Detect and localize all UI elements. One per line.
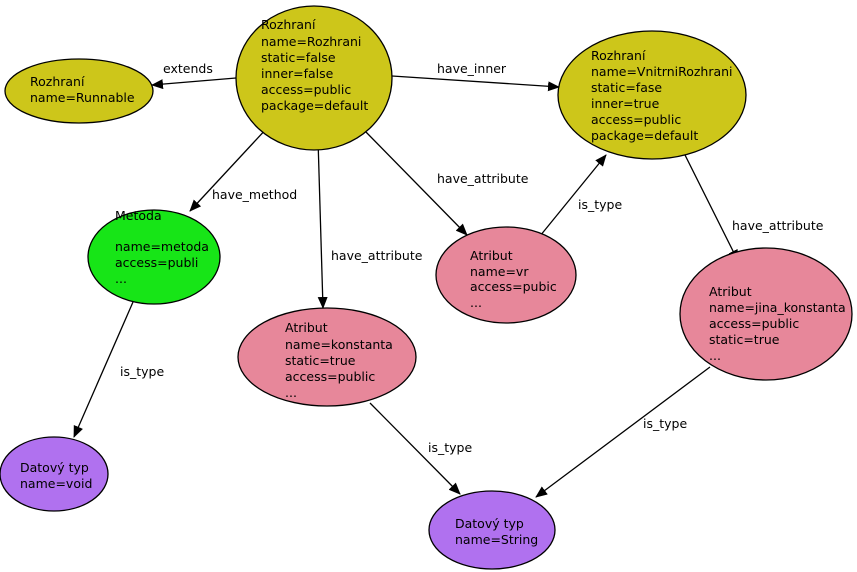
node-label: Datový typ name=void: [20, 460, 93, 491]
edge-is-type-konstanta: is_type: [369, 402, 472, 495]
edge-label-is-type-vr: is_type: [578, 197, 622, 212]
edges: extends have_inner have_method have_attr…: [73, 61, 824, 498]
node-rozhrani-runnable: Rozhraní name=Runnable: [4, 58, 154, 124]
edge-label-extends: extends: [163, 61, 213, 76]
node-label: Atribut name=vr access=pubic ...: [470, 248, 561, 310]
edge-label-is-type-konstanta: is_type: [428, 440, 472, 455]
node-label: Rozhraní name=Runnable: [30, 74, 135, 105]
node-label: Rozhraní name=Rozhrani static=false inne…: [261, 17, 368, 113]
edge-have-inner: have_inner: [391, 61, 560, 92]
edge-label-have-attribute-jina: have_attribute: [732, 218, 824, 233]
edge-have-attribute-konstanta: have_attribute: [317, 138, 423, 309]
node-shape: [435, 226, 577, 324]
edge-label-is-type-jina: is_type: [643, 416, 687, 431]
node-atribut-jina: Atribut name=jina_konstanta access=publi…: [679, 247, 853, 381]
node-typ-string: Datový typ name=String: [428, 490, 556, 570]
edge-extends: extends: [151, 61, 237, 90]
nodes: Rozhraní name=Rozhrani static=false inne…: [0, 5, 853, 570]
node-label: Rozhraní name=VnitrniRozhrani static=fas…: [591, 48, 737, 143]
node-typ-void: Datový typ name=void: [0, 436, 109, 512]
edge-label-have-attribute-vr: have_attribute: [437, 171, 529, 186]
node-shape: [4, 58, 154, 124]
node-atribut-vr: Atribut name=vr access=pubic ...: [435, 226, 577, 324]
edge-is-type-vr: is_type: [539, 154, 622, 237]
node-shape: [87, 209, 221, 305]
node-label: Atribut name=jina_konstanta access=publi…: [709, 284, 850, 363]
node-label: Datový typ name=String: [455, 516, 538, 547]
node-shape: [557, 30, 747, 160]
node-atribut-konstanta: Atribut name=konstanta static=true acces…: [237, 307, 417, 407]
node-label: Metoda name=metoda access=publi ...: [115, 208, 213, 286]
node-shape: [235, 5, 393, 151]
edge-have-method: have_method: [189, 126, 297, 212]
node-rozhrani-main: Rozhraní name=Rozhrani static=false inne…: [235, 5, 393, 151]
node-label: Atribut name=konstanta static=true acces…: [285, 320, 397, 400]
edge-is-type-jina: is_type: [535, 366, 711, 498]
edge-label-have-method: have_method: [212, 187, 297, 202]
edge-have-attribute-jina: have_attribute: [684, 154, 824, 262]
edge-is-type-metoda: is_type: [73, 301, 164, 438]
edge-label-is-type-metoda: is_type: [120, 364, 164, 379]
edge-label-have-inner: have_inner: [437, 61, 507, 76]
node-rozhrani-inner: Rozhraní name=VnitrniRozhrani static=fas…: [557, 30, 747, 160]
edge-have-attribute-vr: have_attribute: [363, 129, 529, 236]
node-shape: [237, 307, 417, 407]
node-metoda: Metoda name=metoda access=publi ...: [87, 208, 221, 305]
edge-label-have-attribute-konstanta: have_attribute: [331, 248, 423, 263]
node-shape: [679, 247, 853, 381]
node-shape: [428, 490, 556, 570]
node-shape: [0, 436, 109, 512]
